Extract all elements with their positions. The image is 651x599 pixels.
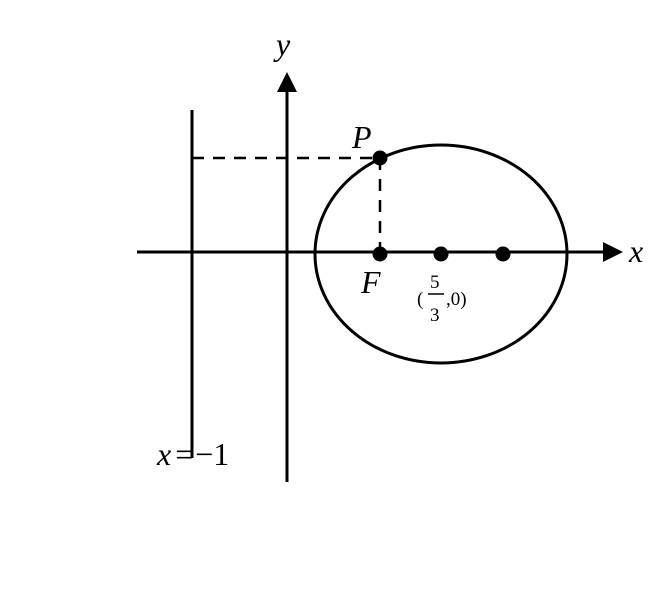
ellipse-curve	[313, 143, 569, 365]
y-axis-arrowhead	[277, 72, 297, 92]
center-label-denominator: 3	[430, 305, 440, 326]
point-f-label: F	[360, 264, 381, 300]
point-f-dot	[372, 246, 388, 262]
point-p-label: P	[351, 119, 372, 155]
ellipse-right-focus-dot	[495, 246, 511, 262]
center-label-numerator: 5	[430, 272, 440, 293]
point-p-dot	[372, 150, 388, 166]
center-label-open-paren: (	[417, 289, 423, 310]
ellipse-center-dot	[433, 246, 449, 262]
center-label-rest: ,0)	[446, 289, 467, 310]
x-axis-label: x	[628, 233, 643, 269]
y-axis-label: y	[273, 26, 291, 62]
center-label: ( 5 3 ,0)	[417, 272, 467, 326]
directrix-label: x=−1	[156, 436, 229, 472]
x-axis-arrowhead	[603, 242, 623, 262]
